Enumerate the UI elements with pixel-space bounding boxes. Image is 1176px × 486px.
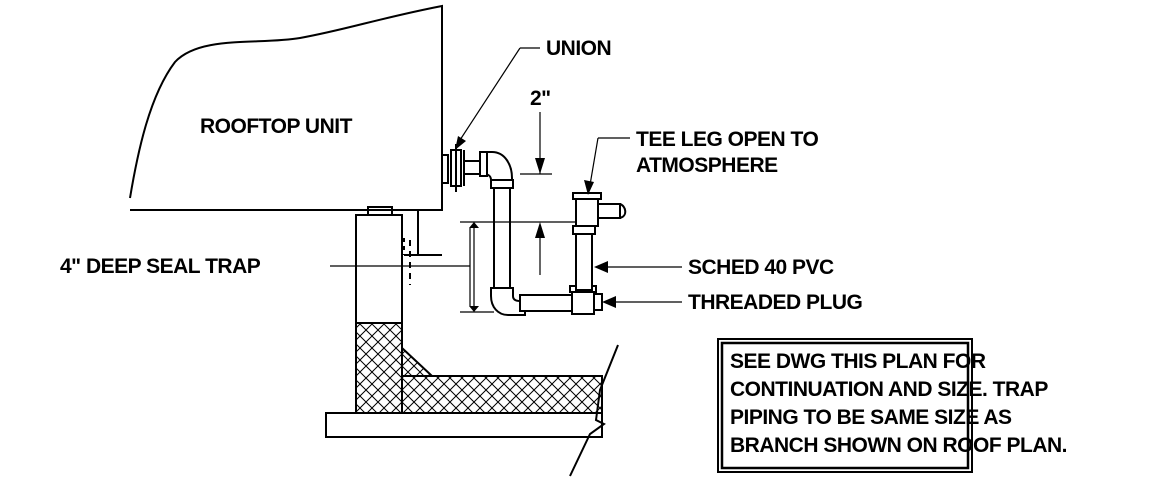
union-leader-arrow	[455, 136, 466, 150]
label-dimension-2in: 2"	[530, 87, 551, 110]
tee-bottom	[571, 289, 595, 315]
note-line-4: BRANCH SHOWN ON ROOF PLAN.	[730, 434, 1067, 457]
label-union: UNION	[546, 37, 611, 60]
pipe-vertical-left	[493, 185, 511, 289]
curb-insulation	[355, 322, 403, 414]
dim-inner-arrow	[535, 222, 545, 238]
tee-branch-end	[619, 203, 627, 219]
roof-insulation	[401, 375, 603, 414]
pvc-leader-arrow	[594, 261, 608, 273]
tee-top	[575, 197, 599, 227]
dim-trap-arrow-bot	[469, 306, 479, 312]
label-deep-seal-trap: 4" DEEP SEAL TRAP	[60, 255, 261, 278]
union-leader-b	[459, 47, 521, 141]
plug-leader-arrow	[602, 296, 616, 308]
note-line-3: PIPING TO BE SAME SIZE AS	[730, 406, 1012, 429]
note-line-1: SEE DWG THIS PLAN FOR	[730, 350, 986, 373]
label-tee-leg-line2: ATMOSPHERE	[636, 154, 778, 177]
label-tee-leg-line1: TEE LEG OPEN TO	[636, 128, 818, 151]
threaded-plug	[593, 293, 603, 311]
label-sched-40-pvc: SCHED 40 PVC	[688, 256, 834, 279]
rooftop-unit-outline	[129, 4, 443, 211]
roof-curb	[355, 214, 403, 324]
elbow-collar	[479, 151, 488, 177]
label-rooftop-unit: ROOFTOP UNIT	[200, 115, 353, 138]
note-line-2: CONTINUATION AND SIZE. TRAP	[730, 378, 1048, 401]
tee-leader-b	[589, 137, 599, 186]
roof-deck	[325, 412, 603, 438]
tee-leader-arrow	[584, 180, 594, 195]
note-box-inner	[720, 341, 970, 470]
tee-top-collar	[572, 192, 602, 200]
dim-trap-arrow-top	[469, 222, 479, 228]
pipe-horizontal-bottom	[519, 294, 575, 312]
pipe-vertical-right	[575, 233, 593, 291]
note-box-outer	[717, 338, 973, 473]
union-flange-left	[441, 154, 449, 184]
tee-branch	[597, 203, 621, 219]
break-line	[569, 344, 619, 477]
dim-2in-arrow	[535, 158, 545, 174]
pipe-collar-left	[490, 179, 514, 189]
label-threaded-plug: THREADED PLUG	[688, 291, 863, 314]
tee-top-collar-bottom	[572, 225, 596, 235]
cant-strip-fill	[401, 346, 434, 377]
